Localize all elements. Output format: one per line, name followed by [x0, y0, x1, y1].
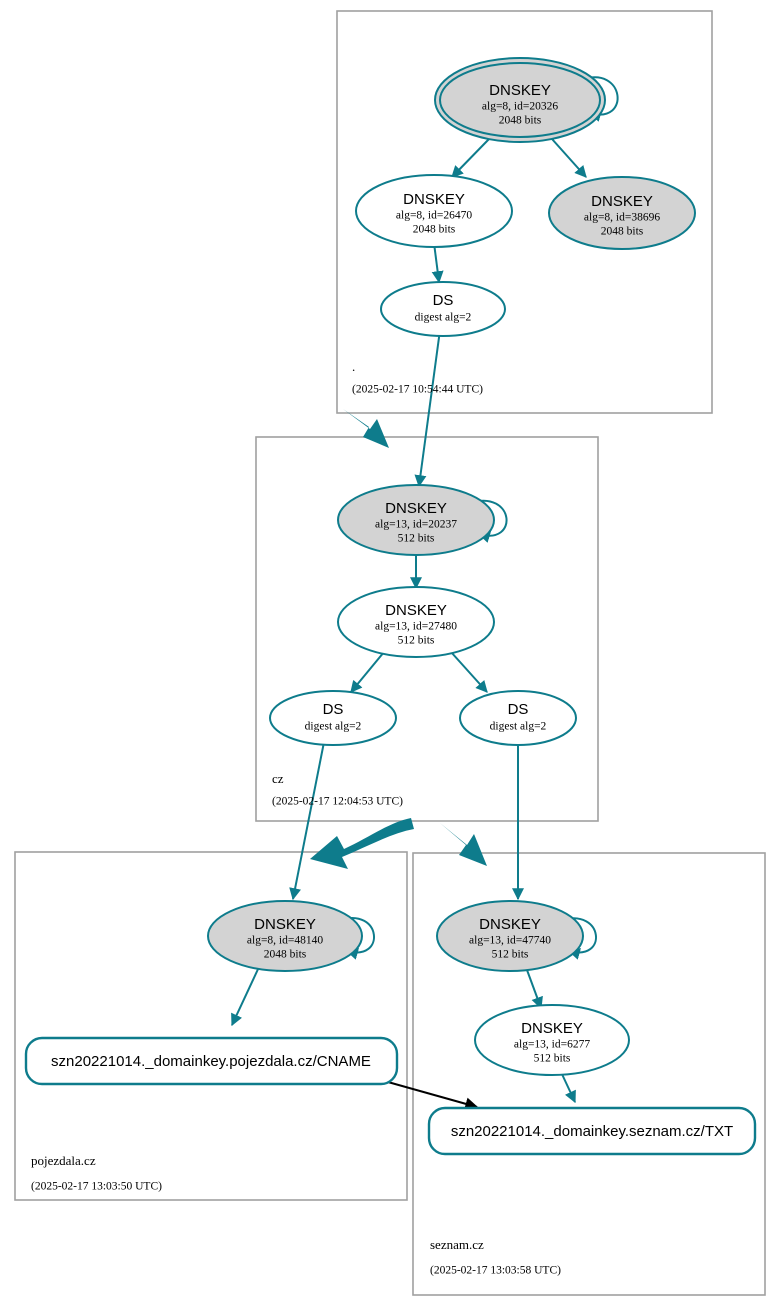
zone-box-pojezdala — [14, 851, 408, 1201]
node-pojezdala-ksk-dnskey-48140[interactable]: DNSKEY alg=8, id=48140 2048 bits — [207, 900, 363, 972]
zone-timestamp-pojezdala: (2025-02-17 13:03:50 UTC) — [31, 1181, 162, 1193]
zone-timestamp-seznam: (2025-02-17 13:03:58 UTC) — [430, 1265, 561, 1277]
node-line2: alg=8, id=38696 — [584, 212, 660, 224]
node-shape — [337, 586, 495, 658]
zone-label-pojezdala: pojezdala.cz — [31, 1153, 96, 1168]
edge-sign-cz-zsk-to-ds-seznam — [450, 651, 488, 693]
node-cz-ds-for-seznam[interactable]: DS digest alg=2 — [459, 690, 577, 746]
node-line3: 2048 bits — [413, 224, 456, 236]
node-shape — [355, 174, 513, 248]
edge-self-sign-root-ksk — [580, 76, 619, 122]
node-line2: digest alg=2 — [415, 312, 472, 324]
node-title: DNSKEY — [385, 500, 447, 517]
node-line3: 512 bits — [534, 1053, 571, 1065]
edge-sign-root-zsk-to-ds — [431, 242, 444, 284]
zone-timestamp-root: (2025-02-17 10:54:44 UTC) — [352, 384, 483, 396]
node-line2: alg=8, id=26470 — [396, 210, 472, 222]
node-title: DNSKEY — [591, 193, 653, 210]
node-title: DNSKEY — [521, 1020, 583, 1037]
node-shape — [474, 1004, 630, 1076]
edge-delegation-root-to-cz — [343, 409, 389, 448]
node-line2: alg=13, id=47740 — [469, 935, 551, 947]
node-shape — [24, 1036, 399, 1086]
node-seznam-ksk-dnskey-47740[interactable]: DNSKEY alg=13, id=47740 512 bits — [436, 900, 584, 972]
node-shape — [427, 1106, 757, 1156]
edge-sign-cz-zsk-to-ds-pojezdala — [350, 651, 385, 693]
node-pojezdala-cname-rrset[interactable]: szn20221014._domainkey.pojezdala.cz/CNAM… — [24, 1036, 399, 1086]
node-line2: alg=13, id=6277 — [514, 1039, 590, 1051]
edge-sign-root-ksk-to-zsk — [451, 138, 490, 178]
node-cz-zsk-dnskey-27480[interactable]: DNSKEY alg=13, id=27480 512 bits — [337, 586, 495, 658]
node-root-dnskey-38696[interactable]: DNSKEY alg=8, id=38696 2048 bits — [548, 176, 696, 250]
node-line3: 2048 bits — [264, 949, 307, 961]
node-shape — [459, 690, 577, 746]
node-cz-ds-for-pojezdala[interactable]: DS digest alg=2 — [269, 690, 397, 746]
edge-self-sign-cz-ksk — [469, 499, 508, 543]
node-shape — [207, 900, 363, 972]
node-line3: 2048 bits — [601, 226, 644, 238]
node-line3: 512 bits — [398, 635, 435, 647]
node-title: DS — [433, 292, 454, 309]
edge-sign-root-ksk-to-38696 — [551, 138, 587, 178]
node-title: DNSKEY — [479, 916, 541, 933]
edge-sign-seznam-zsk-to-txt — [560, 1071, 576, 1104]
node-root-dnskey-26470[interactable]: DNSKEY alg=8, id=26470 2048 bits — [355, 174, 513, 248]
node-title: DS — [508, 701, 529, 718]
node-shape — [269, 690, 397, 746]
node-title: szn20221014._domainkey.pojezdala.cz/CNAM… — [51, 1053, 371, 1070]
node-seznam-zsk-dnskey-6277[interactable]: DNSKEY alg=13, id=6277 512 bits — [474, 1004, 630, 1076]
node-title: szn20221014._domainkey.seznam.cz/TXT — [451, 1123, 733, 1140]
edge-ds-cz-to-dnskey-pojezdala — [289, 736, 326, 901]
node-title: DNSKEY — [403, 191, 465, 208]
node-root-ds-for-cz[interactable]: DS digest alg=2 — [380, 281, 506, 337]
zone-label-root: . — [352, 359, 355, 374]
node-shape — [380, 281, 506, 337]
node-line2: alg=8, id=48140 — [247, 935, 323, 947]
edge-sign-pojezdala-ksk-to-cname — [231, 966, 260, 1027]
node-root-ksk-dnskey-20326[interactable]: DNSKEY alg=8, id=20326 2048 bits — [434, 57, 606, 143]
edge-delegation-cz-to-seznam — [440, 823, 487, 866]
node-inner-ring — [439, 62, 601, 138]
zone-label-seznam: seznam.cz — [430, 1237, 484, 1252]
node-title: DNSKEY — [385, 602, 447, 619]
node-line3: 2048 bits — [499, 115, 542, 127]
node-shape — [548, 176, 696, 250]
zone-label-cz: cz — [272, 771, 284, 786]
edge-delegation-cz-to-pojezdala — [310, 818, 414, 869]
node-title: DNSKEY — [489, 82, 551, 99]
edge-ds-root-to-dnskey-cz — [414, 329, 441, 488]
zone-timestamp-cz: (2025-02-17 12:04:53 UTC) — [272, 796, 403, 808]
node-line3: 512 bits — [398, 533, 435, 545]
node-shape — [337, 484, 495, 556]
node-line2: digest alg=2 — [305, 721, 362, 733]
node-shape — [436, 900, 584, 972]
node-line2: alg=8, id=20326 — [482, 101, 558, 113]
node-title: DNSKEY — [254, 916, 316, 933]
node-line2: alg=13, id=27480 — [375, 621, 457, 633]
node-line3: 512 bits — [492, 949, 529, 961]
node-line2: digest alg=2 — [490, 721, 547, 733]
node-title: DS — [323, 701, 344, 718]
edge-sign-seznam-ksk-to-zsk — [526, 969, 543, 1010]
node-cz-ksk-dnskey-20237[interactable]: DNSKEY alg=13, id=20237 512 bits — [337, 484, 495, 556]
node-line2: alg=13, id=20237 — [375, 519, 457, 531]
node-seznam-txt-rrset[interactable]: szn20221014._domainkey.seznam.cz/TXT — [427, 1106, 757, 1156]
